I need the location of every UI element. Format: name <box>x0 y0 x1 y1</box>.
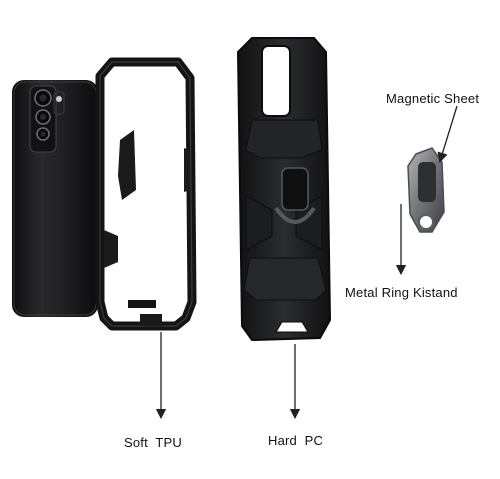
magnetic-sheet-label: Magnetic Sheet <box>386 91 480 106</box>
hard-pc-case <box>236 37 332 342</box>
metal-ring-kickstand-label: Metal Ring Kistand <box>345 285 458 300</box>
arrow-magnetic-sheet <box>437 105 458 163</box>
ring-holder <box>281 167 309 211</box>
hard-pc-label: Hard PC <box>268 433 324 448</box>
flash-icon <box>56 96 62 102</box>
soft-tpu-label: Soft TPU <box>124 435 182 450</box>
phone-back <box>12 80 98 317</box>
callout-arrows <box>155 105 458 420</box>
metal-ring-kickstand <box>407 147 445 233</box>
port-cutout <box>275 321 309 333</box>
soft-tpu-frame <box>95 57 197 331</box>
camera-cutout <box>261 45 291 117</box>
